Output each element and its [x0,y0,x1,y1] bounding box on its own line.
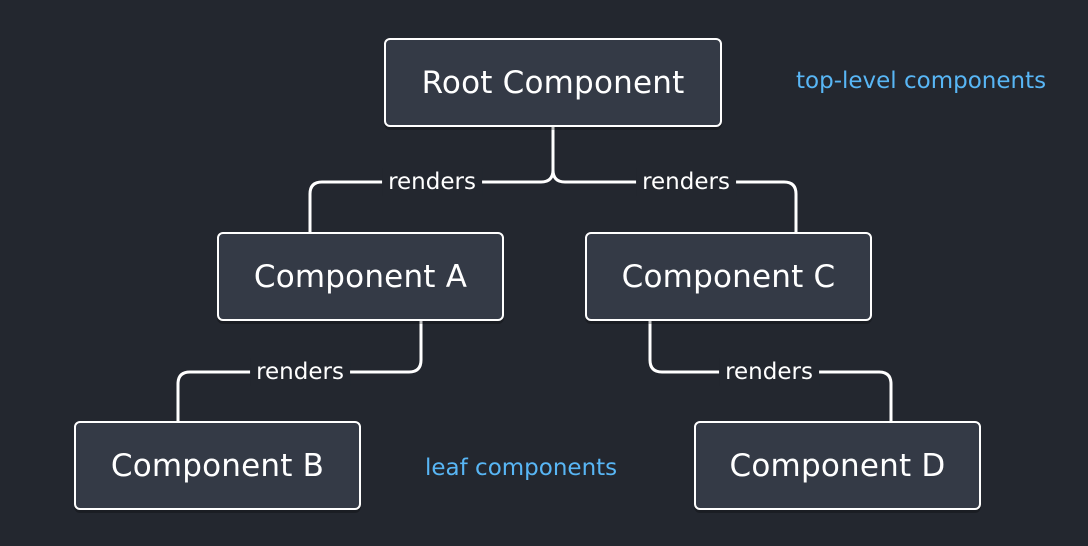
node-root-label: Root Component [421,64,685,101]
edge-label-root-a: renders [382,168,482,196]
node-component-d: Component D [694,421,981,510]
edge-label-c-d: renders [719,358,819,386]
edge-label-root-c: renders [636,168,736,196]
node-d-label: Component D [729,447,946,484]
node-component-b: Component B [74,421,361,510]
node-c-label: Component C [621,258,836,295]
node-component-a: Component A [217,232,504,321]
annotation-leaf: leaf components [425,455,618,481]
annotation-top-level: top-level components [796,68,1047,94]
node-component-c: Component C [585,232,872,321]
node-a-label: Component A [253,258,468,295]
node-root-component: Root Component [384,38,722,127]
edge-label-a-b: renders [250,358,350,386]
node-b-label: Component B [110,447,325,484]
